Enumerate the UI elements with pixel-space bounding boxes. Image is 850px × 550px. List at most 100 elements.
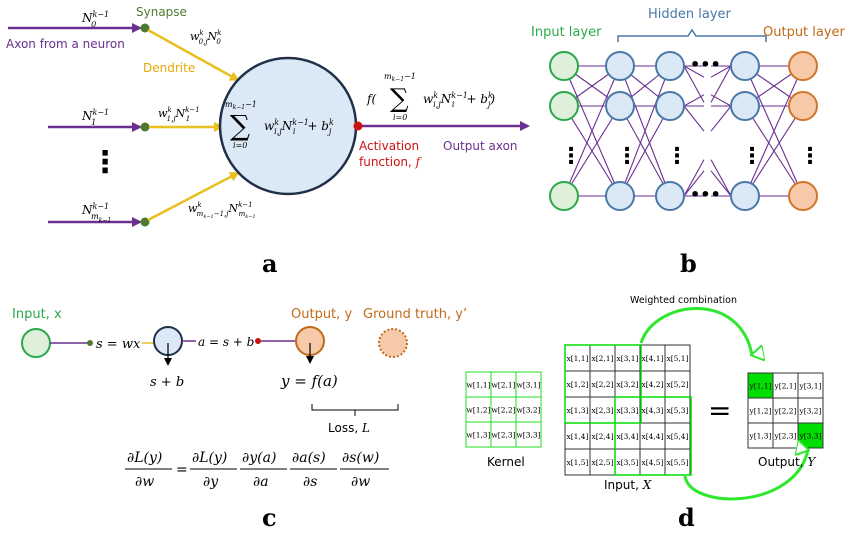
hidden-neuron [605, 181, 635, 211]
f-sum-top: mk−1−1 [384, 72, 416, 83]
hidden-neuron [655, 181, 685, 211]
hidden-layer-brace [617, 28, 767, 42]
network-edge [619, 65, 671, 197]
input-cell-label: x[5,2] [666, 380, 688, 389]
activation-label-2: function, f [359, 155, 423, 169]
loss-bracket [311, 404, 399, 416]
chain-term-0-den: ∂w [135, 474, 154, 490]
input-neuron [549, 51, 579, 81]
hidden-neuron [655, 91, 685, 121]
network-vdots: ⋮ [560, 144, 582, 169]
dendrite-m [147, 171, 240, 222]
input-x-label: Input, x [12, 307, 62, 322]
ground-truth-node [378, 328, 408, 358]
sum-top: mk−1−1 [225, 100, 257, 111]
input-cell [589, 344, 616, 372]
input-cell [589, 370, 616, 398]
network-edge [563, 65, 621, 197]
network-edge [744, 65, 804, 197]
kernel-cell-label: w[3,3] [516, 431, 540, 440]
input-cell-label: x[5,1] [666, 354, 688, 363]
input-cell [564, 448, 591, 476]
input-window-highlight-2 [614, 396, 692, 476]
network-connections [563, 65, 804, 197]
panel-b: ⋮⋮⋮⋮⋮•••••• Hidden layer Input layer Out… [531, 7, 846, 278]
network-edge [710, 105, 732, 132]
hidden-layer-label: Hidden layer [648, 7, 732, 22]
s-eq: s = wx [96, 337, 141, 352]
input-cell [664, 370, 691, 398]
panel-d: Weighted combination w[1,1]w[2,1]w[3,1]w… [465, 295, 824, 532]
kernel-cell-label: w[2,2] [491, 406, 515, 415]
input-cell-label: x[2,5] [591, 458, 613, 467]
output-y-label: Output, y [291, 307, 352, 322]
network-edge [619, 105, 671, 197]
input-cell-label: x[3,5] [616, 458, 638, 467]
hidden-neuron [605, 91, 635, 121]
kernel-cell [515, 396, 542, 423]
network-edge [744, 105, 804, 197]
input-cell-label: x[3,4] [616, 432, 638, 441]
chain-term-3-den: ∂s [303, 474, 317, 490]
output-cell-label: y[1,3] [748, 432, 771, 441]
network-edge [683, 105, 705, 132]
input-cell-label: x[1,3] [566, 406, 588, 415]
f-sum-symbol: ∑ [390, 84, 409, 114]
kernel-cell [515, 421, 542, 448]
input-window-highlight-1 [564, 344, 642, 424]
output-neuron [788, 181, 818, 211]
synapse-label: Synapse [136, 5, 187, 19]
a-eq: a = s + b [198, 335, 254, 349]
chain-term-0-num: ∂L(y) [127, 450, 162, 466]
kernel-grid: w[1,1]w[2,1]w[3,1]w[1,2]w[2,2]w[3,2]w[1,… [465, 371, 542, 448]
input-cell-label: x[4,5] [641, 458, 663, 467]
input-cell [614, 344, 641, 372]
output-cell [772, 422, 799, 449]
network-edge [563, 105, 621, 197]
input-cell-label: x[5,4] [666, 432, 688, 441]
hidden-neuron [605, 51, 635, 81]
kernel-cell-label: w[2,3] [491, 431, 515, 440]
output-cell-label: y[3,2] [798, 407, 821, 416]
input-cell-label: x[3,1] [616, 354, 638, 363]
chain-term-4-den: ∂w [351, 474, 370, 490]
chain-term-4-num: ∂s(w) [342, 450, 379, 466]
panel-a: Synapse Axon from a neuron Dendrite Nk−1… [6, 5, 530, 278]
input-cell-label: x[1,2] [566, 380, 588, 389]
network-edge [710, 65, 732, 103]
input-cell-label: x[4,3] [641, 406, 663, 415]
panel-c-label: c [262, 503, 277, 532]
input-cell [664, 448, 691, 476]
input-cell [664, 344, 691, 372]
hidden-neuron [730, 91, 760, 121]
equals-sign: = [708, 394, 731, 427]
f-sum-bottom: i=0 [393, 113, 407, 122]
weighted-arrow-top [639, 307, 752, 355]
input-cell-label: x[5,3] [666, 406, 688, 415]
network-edge [683, 94, 705, 107]
network-edge [710, 170, 732, 197]
sum-symbol: ∑ [230, 109, 250, 142]
input-cell [639, 448, 666, 476]
activation-dot [353, 121, 363, 131]
chain-equals: = [176, 462, 188, 478]
panel-d-label: d [678, 503, 695, 532]
kernel-label: Kernel [487, 455, 525, 469]
network-vdots: ⋮ [616, 144, 638, 169]
loss-label: Loss, L [328, 421, 370, 435]
input-cell-label: x[2,3] [591, 406, 613, 415]
y-eq: y = f(a) [280, 372, 338, 390]
input-cell-label: x[2,4] [591, 432, 613, 441]
chain-term-2-den: ∂a [253, 474, 269, 490]
output-cell-label: y[2,3] [773, 432, 796, 441]
output-cell [797, 372, 824, 399]
output-cell-label: y[2,1] [773, 382, 796, 391]
output-cell-label: y[1,2] [748, 407, 771, 416]
panel-b-label: b [680, 249, 697, 278]
